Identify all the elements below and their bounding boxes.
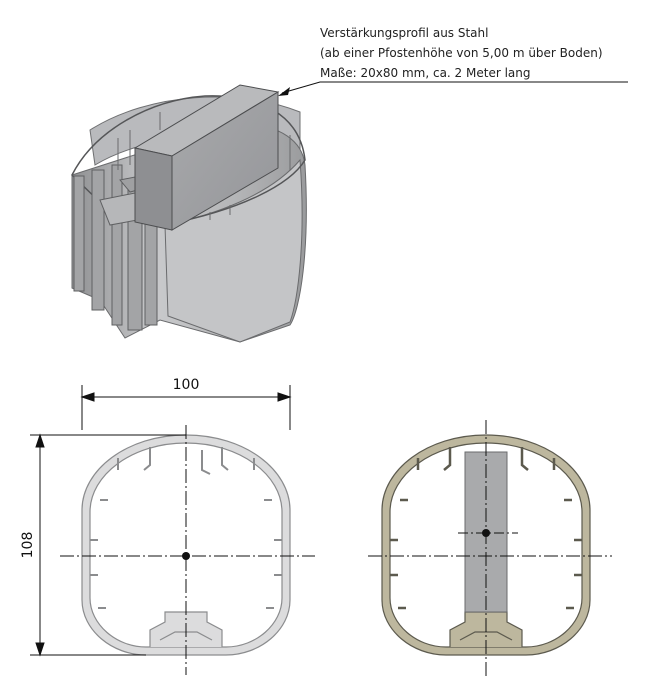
dimension-height xyxy=(30,433,186,657)
annotation-line-2: (ab einer Pfostenhöhe von 5,00 m über Bo… xyxy=(320,46,603,60)
annotation-line-3: Maße: 20x80 mm, ca. 2 Meter lang xyxy=(320,66,530,80)
dimension-height-label: 108 xyxy=(20,532,36,559)
dimension-width xyxy=(80,385,292,430)
section-view-reinforced xyxy=(381,434,591,656)
centerlines-right xyxy=(368,420,612,678)
center-point-left xyxy=(182,552,190,560)
dimension-width-label: 100 xyxy=(173,377,200,393)
iso-profile-view xyxy=(71,84,307,343)
annotation-leader xyxy=(278,81,628,96)
steel-insert-3d xyxy=(133,84,280,231)
annotation-line-1: Verstärkungsprofil aus Stahl xyxy=(320,26,488,40)
center-point-right xyxy=(482,529,490,537)
